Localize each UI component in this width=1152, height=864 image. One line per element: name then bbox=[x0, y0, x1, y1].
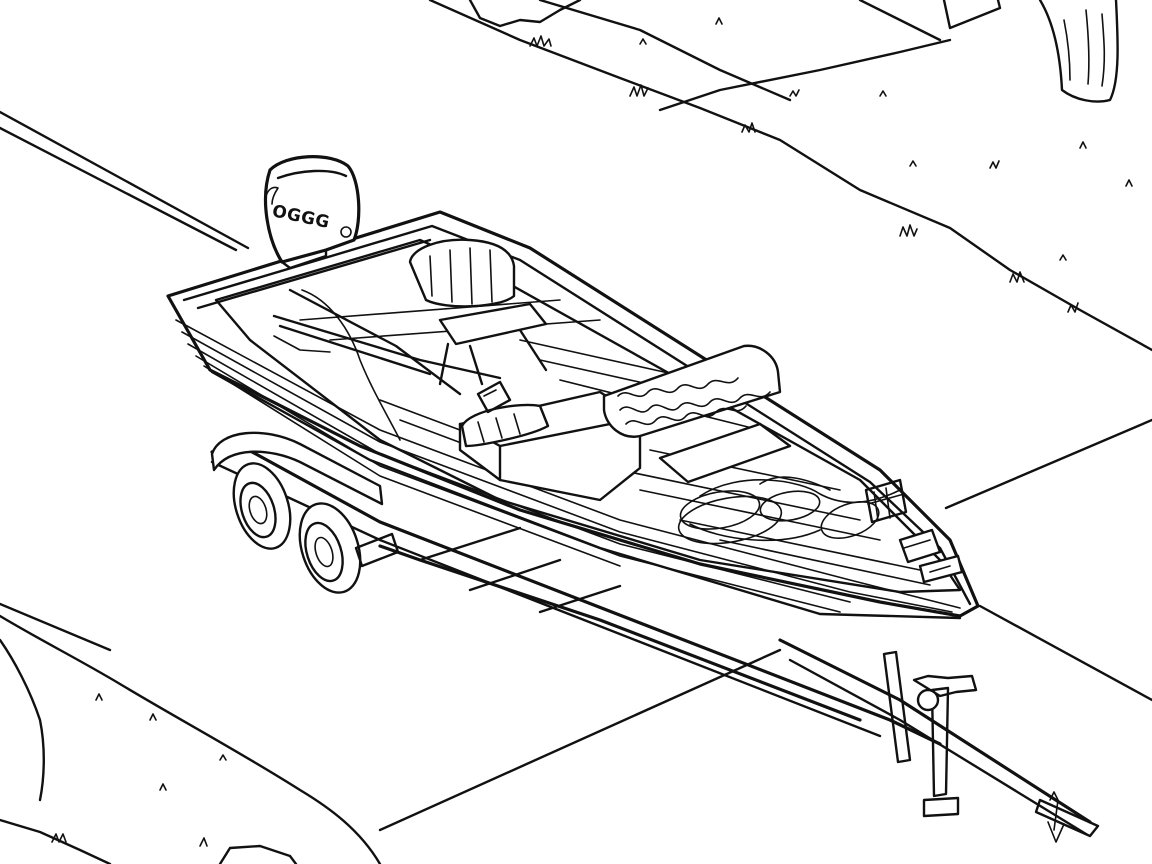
outboard-motor: OGGG bbox=[263, 155, 361, 270]
boat-console bbox=[458, 390, 642, 502]
captain-chair bbox=[408, 238, 548, 386]
bush-lower-left bbox=[0, 614, 382, 864]
lawn bbox=[428, 0, 1152, 352]
grass-edge-top bbox=[468, 0, 582, 28]
boat-deck bbox=[214, 238, 962, 594]
tree-trunk bbox=[942, 0, 1119, 103]
trailer-wheels bbox=[210, 431, 400, 594]
boat-bench-seat bbox=[602, 344, 782, 438]
fishing-rods bbox=[272, 288, 512, 441]
rope-coils bbox=[677, 476, 964, 584]
road bbox=[0, 110, 1152, 832]
